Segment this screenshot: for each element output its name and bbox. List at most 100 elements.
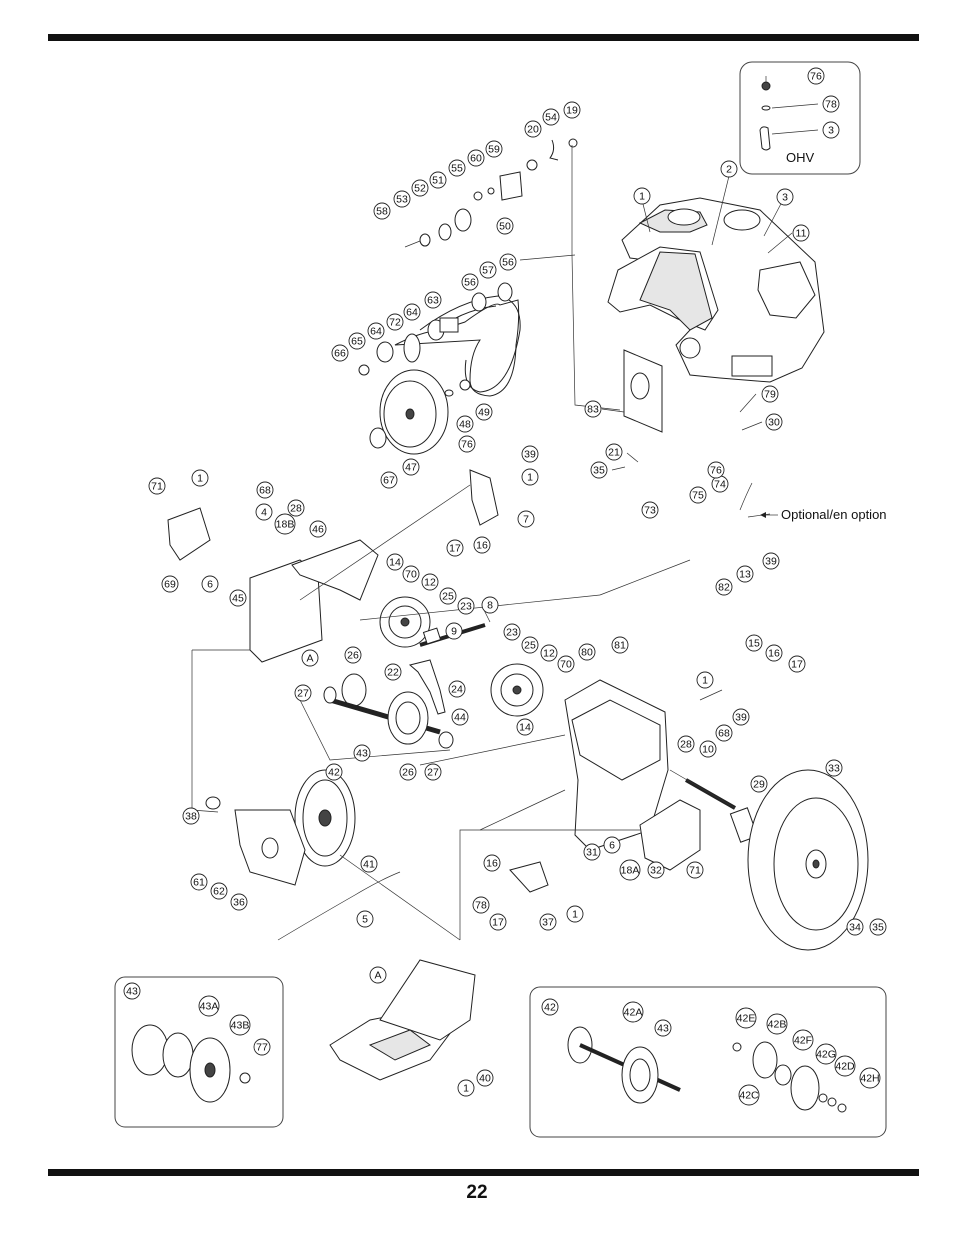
callout-circle xyxy=(619,859,641,881)
callout-label: 80 xyxy=(581,647,593,659)
callout-17: 17 xyxy=(446,539,464,557)
callout-label: 76 xyxy=(461,439,473,451)
callout-circle xyxy=(846,918,864,936)
callout-72: 72 xyxy=(386,313,404,331)
callout-circle xyxy=(622,1001,644,1023)
callout-circle xyxy=(191,469,209,487)
callout-label: 18A xyxy=(621,865,640,877)
callout-30: 30 xyxy=(765,413,783,431)
callout-circle xyxy=(287,499,305,517)
callout-label: 9 xyxy=(451,626,457,638)
callout-1: 1 xyxy=(566,905,584,923)
callout-circle xyxy=(792,224,810,242)
callout-label: 36 xyxy=(233,897,245,909)
callout-label: 12 xyxy=(543,648,555,660)
callout-circle xyxy=(499,253,517,271)
callout-circle xyxy=(521,445,539,463)
callout-circle xyxy=(541,998,559,1016)
callout-70: 70 xyxy=(557,655,575,673)
callout-label: 19 xyxy=(566,105,578,117)
callout-label: 32 xyxy=(650,865,662,877)
callout-circle xyxy=(542,108,560,126)
callout-circle xyxy=(517,510,535,528)
callout-circle xyxy=(386,313,404,331)
callout-circle xyxy=(788,655,806,673)
callout-label: A xyxy=(374,970,381,982)
callout-label: 35 xyxy=(593,465,605,477)
leader-lines xyxy=(483,76,819,623)
callout-28: 28 xyxy=(287,499,305,517)
callout-label: 16 xyxy=(476,540,488,552)
callout-circle xyxy=(583,843,601,861)
callout-circle xyxy=(448,680,466,698)
callout-label: 82 xyxy=(718,582,730,594)
callout-74: 74 xyxy=(711,475,729,493)
callout-39: 39 xyxy=(521,445,539,463)
callout-label: 12 xyxy=(424,577,436,589)
callout-label: 16 xyxy=(768,648,780,660)
callout-label: 38 xyxy=(185,811,197,823)
callout-label: 25 xyxy=(524,640,536,652)
callout-circle xyxy=(647,861,665,879)
pulley-67 xyxy=(369,427,387,449)
callout-35: 35 xyxy=(590,461,608,479)
callout-label: 42 xyxy=(328,767,340,779)
callout-22: 22 xyxy=(384,663,402,681)
callout-17: 17 xyxy=(788,655,806,673)
callout-label: 16 xyxy=(486,858,498,870)
callout-42B: 42B xyxy=(766,1013,788,1035)
callout-circle xyxy=(720,160,738,178)
callout-label: 79 xyxy=(764,389,776,401)
callout-label: 39 xyxy=(765,556,777,568)
callout-label: 1 xyxy=(572,909,578,921)
bottom-rule xyxy=(48,1169,919,1176)
callout-label: 65 xyxy=(351,336,363,348)
callout-59: 59 xyxy=(485,140,503,158)
callout-label: 46 xyxy=(312,524,324,536)
callout-16: 16 xyxy=(483,854,501,872)
engine-illustration xyxy=(607,197,825,383)
callout-label: 50 xyxy=(499,221,511,233)
callout-circle xyxy=(356,910,374,928)
callout-42G: 42G xyxy=(815,1043,837,1065)
callout-circle xyxy=(253,1038,271,1056)
callout-label: 14 xyxy=(519,722,531,734)
callout-32: 32 xyxy=(647,861,665,879)
callout-circle xyxy=(539,913,557,931)
bracket-7 xyxy=(469,469,499,526)
callout-A: A xyxy=(301,649,319,667)
callout-circle xyxy=(869,918,887,936)
callout-label: 43 xyxy=(356,748,368,760)
callout-label: 70 xyxy=(560,659,572,671)
callout-42: 42 xyxy=(541,998,559,1016)
callout-71: 71 xyxy=(686,861,704,879)
callout-label: 17 xyxy=(492,917,504,929)
callout-62: 62 xyxy=(210,882,228,900)
callout-39: 39 xyxy=(762,552,780,570)
callout-circle xyxy=(686,861,704,879)
callout-label: 15 xyxy=(748,638,760,650)
callout-circle xyxy=(822,121,840,139)
callout-circle xyxy=(761,385,779,403)
callout-circle xyxy=(274,513,296,535)
callout-label: 47 xyxy=(405,462,417,474)
callout-circle xyxy=(348,332,366,350)
callout-label: 78 xyxy=(475,900,487,912)
callout-label: 66 xyxy=(334,348,346,360)
callout-circle xyxy=(489,913,507,931)
top-hardware xyxy=(358,138,578,397)
callout-label: 1 xyxy=(702,675,708,687)
ohv-label: OHV xyxy=(786,150,815,165)
callout-circle xyxy=(476,1069,494,1087)
callout-circle xyxy=(776,188,794,206)
callout-label: 5 xyxy=(362,914,368,926)
callout-label: 7 xyxy=(523,514,529,526)
callout-42H: 42H xyxy=(859,1067,881,1089)
callout-circle xyxy=(457,597,475,615)
callout-label: 25 xyxy=(442,591,454,603)
callout-circle xyxy=(590,461,608,479)
callout-circle xyxy=(456,415,474,433)
callout-circle xyxy=(807,67,825,85)
callout-circle xyxy=(822,95,840,113)
shift-arm-44 xyxy=(408,659,446,715)
